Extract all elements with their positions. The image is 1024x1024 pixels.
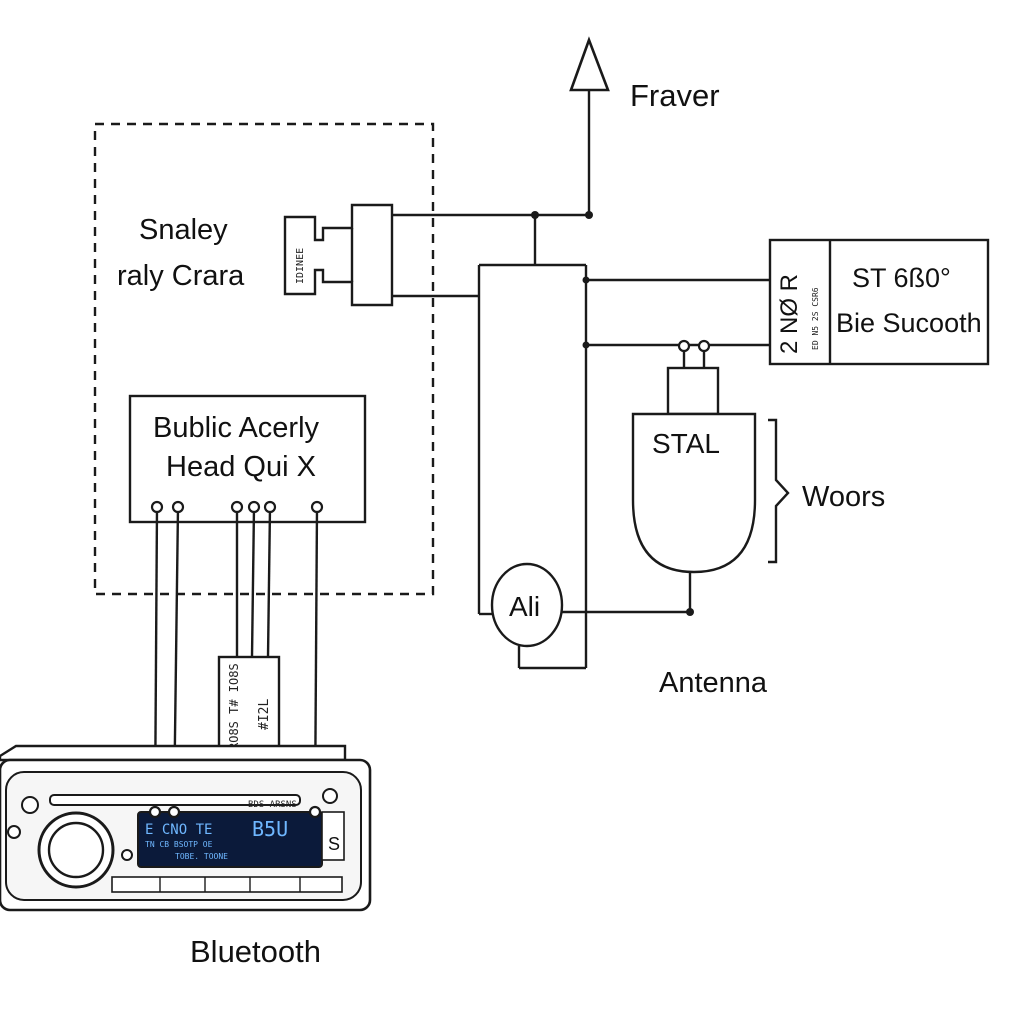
connector-plug bbox=[283, 203, 394, 307]
connector-label: IDINEE bbox=[295, 248, 306, 284]
ali-label: Ali bbox=[509, 591, 540, 622]
mini-box-text-1: RO8S T# IO8S bbox=[227, 663, 241, 750]
radio-pin bbox=[308, 805, 322, 819]
junction-dot bbox=[585, 211, 593, 219]
lcd-line-1-left: E CNO TE bbox=[145, 822, 212, 838]
lcd-line-3: TOBE. TOONE bbox=[175, 852, 228, 861]
junction-dot bbox=[582, 276, 590, 284]
module-fineprint: ED N5 2S CSR6 bbox=[811, 287, 820, 350]
fraver-antenna-symbol bbox=[569, 36, 610, 215]
raly-crara-label: raly Crara bbox=[117, 260, 245, 292]
woors-brace bbox=[768, 418, 790, 564]
radio-brand-text: BDS ARSNS bbox=[248, 800, 297, 810]
ali-antenna-coil bbox=[479, 562, 694, 668]
radio-pin bbox=[167, 805, 181, 819]
st-model-label: ST 6ß0° bbox=[852, 263, 951, 293]
stal-speaker bbox=[631, 339, 757, 612]
dashed-enclosure bbox=[93, 122, 435, 596]
radio-side-letter: S bbox=[328, 834, 340, 854]
snaley-label: Snaley bbox=[139, 214, 228, 246]
junction-frame bbox=[477, 263, 588, 670]
head-qui-x-label: Head Qui X bbox=[166, 451, 316, 483]
stal-label: STAL bbox=[652, 428, 720, 459]
bublic-acerly-label: Bublic Acerly bbox=[153, 412, 320, 444]
lcd-line-1-right: B5U bbox=[252, 817, 288, 841]
st-bluetooth-module bbox=[768, 238, 990, 366]
module-code-label: 2 NØ R bbox=[776, 274, 803, 354]
mini-label-box bbox=[217, 655, 281, 757]
woors-label: Woors bbox=[802, 481, 885, 513]
junction-dot bbox=[582, 341, 590, 349]
fraver-label: Fraver bbox=[630, 78, 720, 113]
head-unit-pins bbox=[150, 500, 324, 514]
bie-sucooth-label: Bie Sucooth bbox=[836, 308, 982, 338]
radio-pin bbox=[148, 805, 162, 819]
bluetooth-label: Bluetooth bbox=[190, 934, 321, 969]
car-radio bbox=[0, 744, 372, 912]
mini-box-text-2: #I2L bbox=[257, 699, 272, 730]
antenna-label: Antenna bbox=[659, 667, 768, 699]
head-unit-box bbox=[128, 394, 367, 524]
lcd-line-2: TN CB BSOTP OE bbox=[145, 840, 213, 849]
